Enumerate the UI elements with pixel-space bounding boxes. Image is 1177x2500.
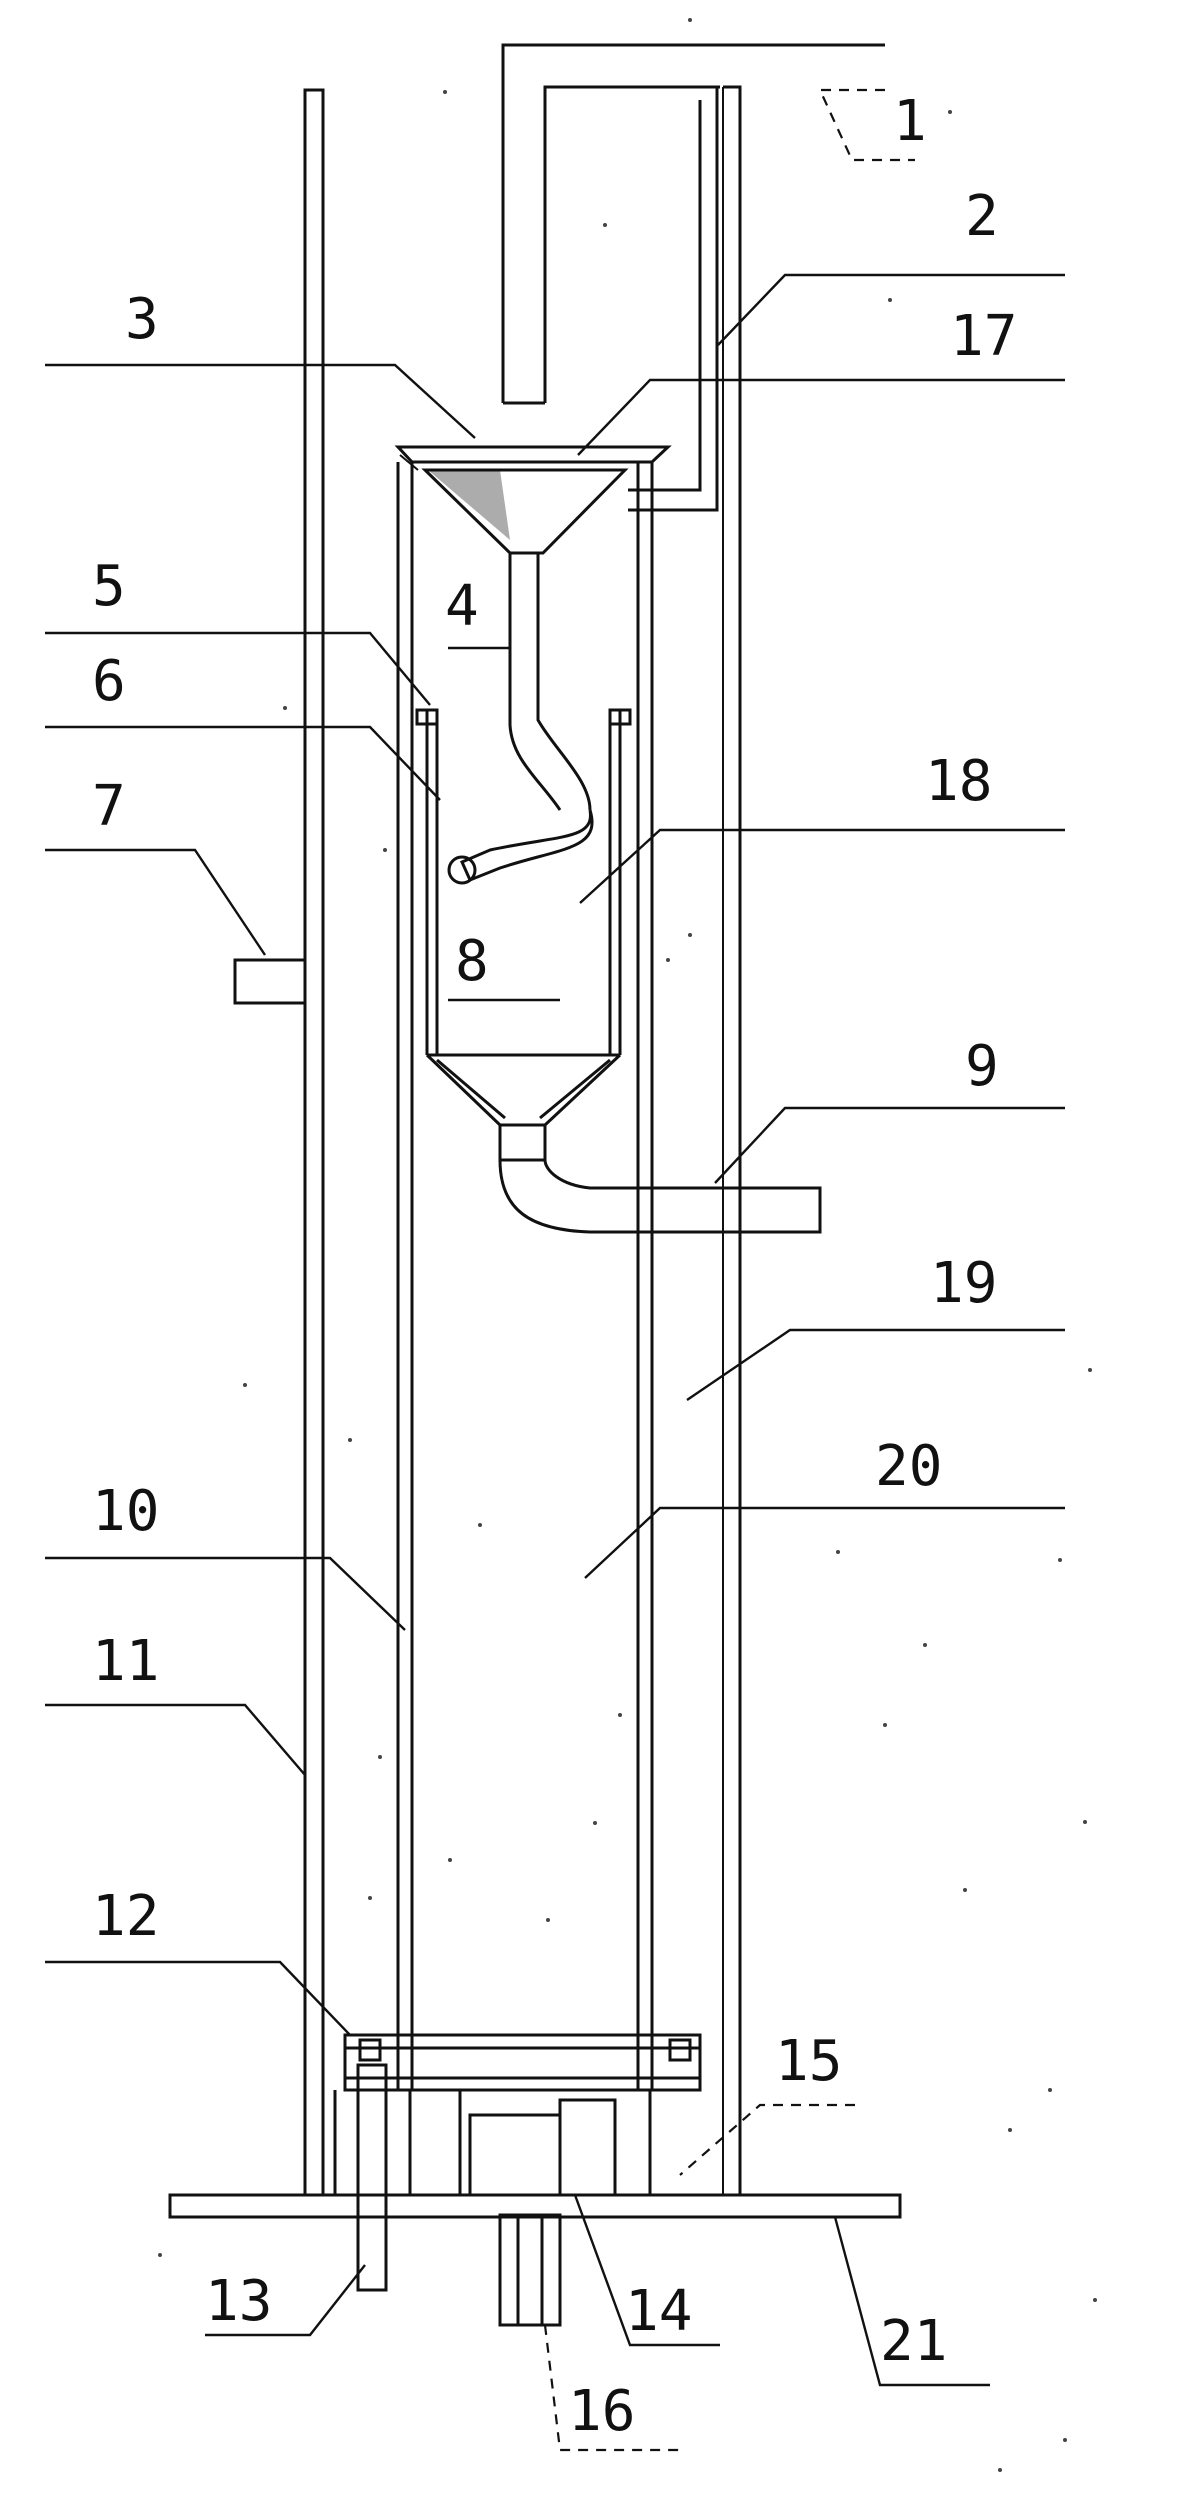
label-21: 21 xyxy=(880,2309,947,2374)
part-12-platform xyxy=(343,2033,702,2092)
part-5-vessel-lid xyxy=(415,708,632,726)
part-8-vessel-cone xyxy=(425,1053,622,1127)
label-7: 7 xyxy=(92,774,126,839)
label-8: 8 xyxy=(455,929,489,994)
part-13-support-post xyxy=(333,2063,388,2292)
part-19-outer-right-wall xyxy=(723,85,742,2195)
label-3: 3 xyxy=(125,287,159,352)
part-11-outer-left-wall xyxy=(303,88,325,2197)
label-14: 14 xyxy=(625,2279,692,2344)
label-18: 18 xyxy=(925,749,992,814)
part-6-vessel-walls xyxy=(425,710,622,1055)
label-1: 1 xyxy=(893,89,927,154)
part-1-inlet-pipe xyxy=(501,43,885,405)
scan-specks xyxy=(158,18,1097,2472)
label-9: 9 xyxy=(965,1034,999,1099)
label-4: 4 xyxy=(445,574,479,639)
part-4-drop-pipe xyxy=(447,553,594,885)
label-11: 11 xyxy=(92,1629,159,1694)
label-13: 13 xyxy=(205,2269,272,2334)
part-21-base-plate xyxy=(168,2193,902,2219)
label-20: 20 xyxy=(875,1434,942,1499)
part-14-motor xyxy=(408,2088,652,2197)
part-16-drive-shaft xyxy=(498,2213,562,2327)
label-12: 12 xyxy=(92,1884,159,1949)
part-2-feed-tube xyxy=(628,87,724,2195)
label-10: 10 xyxy=(92,1479,159,1544)
part-7-side-outlet xyxy=(233,958,307,1005)
part-10-inner-column xyxy=(396,462,654,2090)
part-3-top-cap xyxy=(394,445,672,471)
reference-numerals: 1 2 3 17 4 5 6 18 7 8 9 19 20 10 11 12 1… xyxy=(92,89,1017,2444)
part-17-funnel xyxy=(421,468,629,555)
label-16: 16 xyxy=(568,2379,635,2444)
label-17: 17 xyxy=(950,304,1017,369)
part-9-outlet-pipe xyxy=(498,1123,822,1234)
label-2: 2 xyxy=(965,184,999,249)
label-15: 15 xyxy=(775,2029,842,2094)
label-5: 5 xyxy=(92,554,126,619)
label-6: 6 xyxy=(92,649,126,714)
leader-lines xyxy=(45,88,1065,2452)
label-19: 19 xyxy=(930,1251,997,1316)
